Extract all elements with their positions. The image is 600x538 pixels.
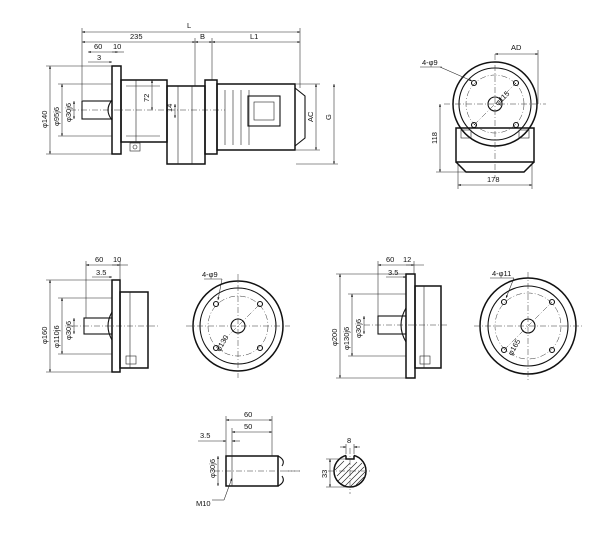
dim-60: 60 (244, 410, 252, 419)
dim-4phi9: 4-φ9 (202, 270, 218, 279)
main-assembly-view: L 235 B L1 60 10 3 φ140 φ95j6 φ30j6 72 1… (40, 21, 338, 165)
dim-50: 50 (244, 422, 252, 431)
terminal-box (247, 95, 281, 127)
flange-200-side-view: 60 12 3.5 φ200 φ130j6 φ30j6 (330, 255, 448, 379)
dim-phi30: φ30j6 (64, 321, 73, 340)
dim-M10: M10 (196, 499, 211, 508)
dim-phi30: φ30j6 (208, 459, 217, 478)
motor-adapter (166, 85, 206, 165)
dim-33: 33 (320, 470, 329, 478)
shaft-detail-view: 60 50 3.5 φ30j6 M10 (196, 410, 300, 508)
dim-4phi9: 4-φ9 (422, 58, 438, 67)
dim-3-5: 3.5 (96, 268, 106, 277)
dim-AC: AC (306, 111, 315, 122)
dim-phi110: φ110j6 (52, 325, 61, 348)
dim-phi95: φ95j6 (52, 107, 61, 126)
dim-178: 178 (487, 175, 500, 184)
dim-phi30: φ30j6 (354, 319, 363, 338)
gear-housing (120, 79, 168, 143)
flange-160-side-view: 60 10 3.5 φ160 φ110j6 φ30j6 (40, 255, 160, 373)
dim-12: 12 (403, 255, 411, 264)
motor-flange (204, 79, 218, 155)
dim-235: 235 (130, 32, 143, 41)
dim-60: 60 (386, 255, 394, 264)
dim-phi30: φ30j6 (64, 103, 73, 122)
dim-L1: L1 (250, 32, 258, 41)
motor-body (216, 83, 296, 151)
dim-3-5: 3.5 (200, 431, 210, 440)
dim-10: 10 (113, 42, 121, 51)
dim-10: 10 (113, 255, 121, 264)
dim-G: G (324, 114, 333, 120)
dim-B: B (200, 32, 205, 41)
dim-AD: AD (511, 43, 522, 52)
dim-60: 60 (95, 255, 103, 264)
dim-phi160: φ160 (40, 327, 49, 344)
flange-200-end-view: 4-φ11 φ165 (474, 269, 582, 380)
dim-4phi11: 4-φ11 (492, 269, 511, 278)
dim-60: 60 (94, 42, 102, 51)
dim-phi140: φ140 (40, 111, 49, 128)
dim-3-5: 3.5 (388, 268, 398, 277)
flange-160-end-view: 4-φ9 φ130 (186, 270, 290, 378)
dim-3: 3 (97, 53, 101, 62)
main-end-view: 4-φ9 AD φ115 118 178 (420, 43, 546, 189)
dim-phi200: φ200 (330, 329, 339, 346)
dim-118: 118 (430, 132, 439, 144)
dim-L: L (187, 21, 191, 30)
dim-14: 14 (165, 104, 174, 112)
dim-phi165: φ165 (506, 337, 522, 357)
dim-72: 72 (142, 94, 151, 102)
dim-8: 8 (347, 436, 351, 445)
shaft-section-view: 8 33 (320, 436, 372, 494)
dim-phi130: φ130j6 (342, 327, 351, 350)
